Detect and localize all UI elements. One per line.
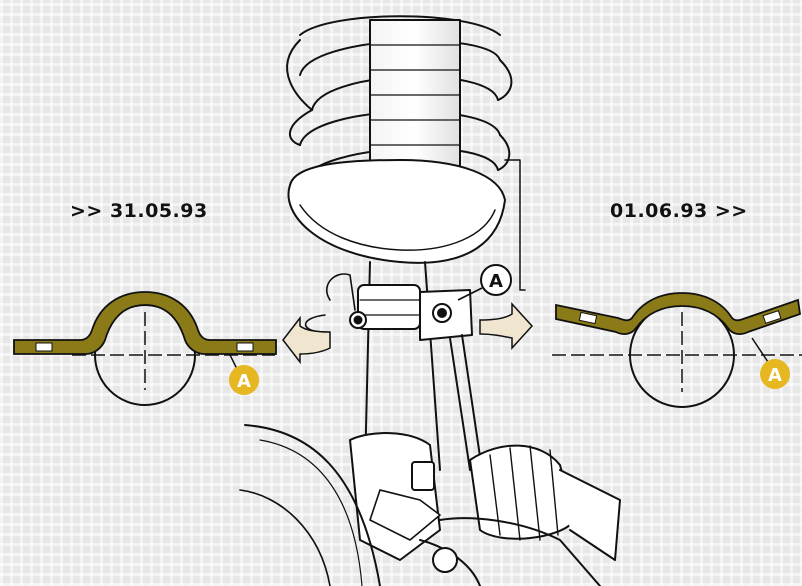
date-before-label: >> 31.05.93 [70,200,208,222]
strut-assembly [239,15,621,586]
spring-seat [287,159,506,264]
coil-spring [286,15,513,181]
arrow-left [282,315,331,365]
date-after-label: 01.06.93 >> [610,200,748,222]
bracket-before-marker-text: A [237,371,251,392]
bracket-before: A [13,291,277,406]
bracket-after-marker-text: A [768,365,782,386]
bracket-after-shape [555,292,801,335]
stabilizer-link [449,334,483,471]
bracket-after: A [552,292,802,408]
strut-marker-text: A [489,271,503,292]
arrow-right [479,302,534,350]
strut-marker-a: A [457,264,512,301]
wheel-arc [244,424,381,586]
drive-shaft-boot [419,444,621,586]
